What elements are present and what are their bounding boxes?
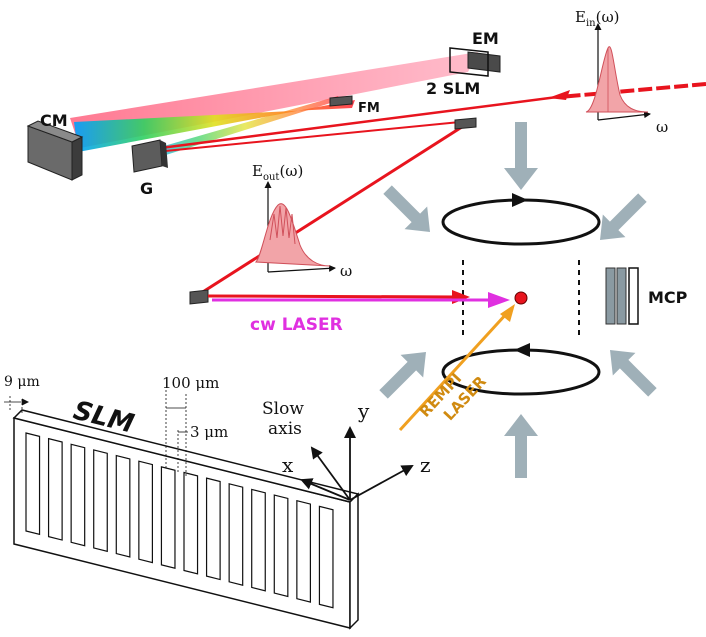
slow-label: Slow (262, 399, 304, 419)
rempi-beam-arrow (500, 304, 515, 322)
rempi-laser-beam (398, 310, 510, 432)
output-spectrum-plot (254, 181, 336, 273)
shaped-beam-arrow (452, 290, 470, 304)
axes (300, 426, 414, 501)
em-mirror (467, 51, 501, 73)
y-axis-label: y (357, 399, 370, 423)
dimension-markers (4, 390, 188, 476)
upper-ring-arrow (512, 193, 528, 207)
gap-3-label: 3 μm (190, 423, 228, 441)
axis-label: axis (268, 419, 302, 439)
em-label: EM (472, 29, 499, 48)
slm-pixel (205, 477, 221, 581)
slm-pixel (251, 488, 266, 592)
omega-in-label: ω (656, 118, 668, 136)
cm-mirror (26, 120, 84, 181)
slm-pixel (115, 454, 131, 558)
pitch-100-label: 100 μm (162, 374, 219, 392)
slm-pixel (138, 460, 153, 564)
slm-pixel (93, 449, 108, 553)
e-out-label: Eout(ω) (252, 162, 303, 183)
slm-pixel (70, 443, 86, 547)
cw-beam-arrow (488, 292, 510, 308)
x-axis-label: x (282, 453, 294, 477)
slm-box (449, 47, 489, 77)
slm-pixels (25, 432, 334, 609)
slm-pixel (228, 483, 244, 586)
slm-pixel (47, 437, 63, 541)
interaction-point (514, 291, 528, 305)
gray-arrows (379, 122, 657, 478)
slm-pixel (183, 471, 199, 575)
shaped-pulse-beam (207, 294, 461, 299)
slm-pixel (318, 505, 334, 609)
mcp-detector (605, 267, 639, 325)
slm-pixel (160, 466, 176, 570)
g-label: G (140, 179, 153, 198)
input-beam-arrow (548, 90, 570, 100)
cw-laser-label: cw LASER (250, 315, 343, 335)
fm-label: FM (358, 101, 380, 116)
e-in-label: Ein(ω) (575, 8, 620, 29)
slm-pixel (273, 494, 289, 598)
fm-mirror (329, 95, 353, 107)
input-beam (559, 82, 706, 99)
omega-out-label: ω (340, 262, 352, 280)
slm-pixel (25, 432, 41, 536)
beam-g-to-fold (154, 121, 461, 153)
z-axis-label: z (420, 453, 431, 477)
input-beam-2 (144, 94, 566, 152)
lower-mirror (189, 289, 209, 305)
slm-top-label: 2 SLM (426, 79, 480, 98)
fold-mirror (454, 117, 477, 130)
mcp-label: MCP (648, 288, 688, 307)
beam-fold-down (197, 123, 466, 297)
lower-ring-arrow (514, 343, 530, 357)
upper-ring (441, 198, 601, 246)
grating (131, 139, 168, 173)
pitch-9-label: 9 μm (4, 374, 40, 390)
input-spectrum-plot (585, 23, 651, 121)
cm-label: CM (40, 111, 68, 130)
slm-pixel (296, 499, 311, 603)
